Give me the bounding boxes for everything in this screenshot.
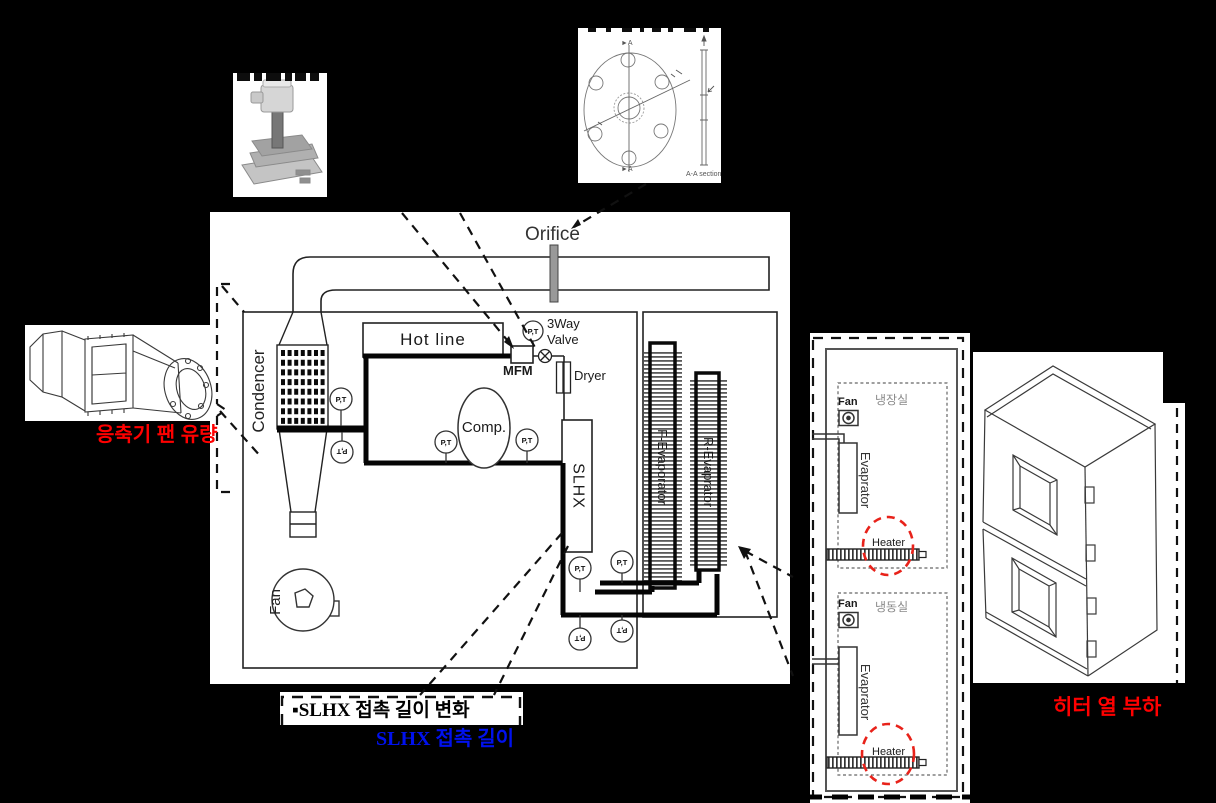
freezer-fan-label: Fan: [838, 598, 858, 610]
freezer-evaporator-label: Evaprator: [857, 663, 873, 721]
callout-lines: [215, 183, 795, 696]
orifice-drawing-panel: [578, 28, 721, 183]
pt-gauge-label: P,T: [440, 437, 452, 447]
duct-photo: [29, 330, 213, 420]
cycle-box: [242, 311, 638, 669]
pt-gauge-label: P,T: [574, 563, 586, 573]
heater-bar: [826, 548, 920, 561]
arrowhead: [738, 546, 751, 559]
freezer-heater-label: Heater: [872, 746, 906, 758]
heater-highlight-circle: [861, 515, 915, 577]
cropped-caption-marks: [237, 73, 319, 81]
fridge-room-border: [837, 382, 948, 569]
compressor-label: Comp.: [461, 419, 507, 437]
valve-label: Valve: [547, 332, 579, 347]
pt-gauge-label: P,T: [335, 394, 347, 404]
pt-gauge-label: P,T: [616, 626, 628, 636]
slhx-box: [561, 419, 593, 553]
mfm-label: MFM: [503, 363, 533, 378]
slhx-label: SLHX: [569, 463, 587, 509]
compartment-diagram: [806, 336, 975, 800]
dryer-symbol: [555, 361, 572, 394]
refrigerant-pipes: [277, 353, 720, 618]
section-label: A-A section: [686, 171, 722, 178]
r-evaporator-coil: [694, 371, 721, 572]
evaporator-plate: [838, 646, 858, 736]
condenser-fan-flow-callout: 응축기 팬 유량: [96, 424, 218, 446]
mfm-box: [510, 345, 534, 364]
r-evaporator-label: R-Evaprator: [700, 436, 716, 508]
condenser-fan-label: Fan: [267, 589, 285, 615]
heater-heat-load-callout: 히터 열 부하: [1053, 696, 1162, 719]
pt-gauge-label: P,T: [574, 634, 586, 644]
orifice-label: Orifice: [525, 224, 580, 245]
pt-gauges: [329, 320, 634, 651]
dryer-label: Dryer: [574, 368, 606, 383]
three-way-valve-symbol: [537, 348, 553, 364]
cabinet-drawing-panel: [973, 352, 1185, 683]
arrowhead: [571, 219, 581, 229]
pt-gauge-label: P,T: [521, 435, 533, 445]
condenser-label: Condencer: [249, 349, 269, 433]
f-evaporator-coil: [648, 341, 677, 590]
three-way-label: 3Way: [547, 316, 580, 331]
slhx-contact-length-text: SLHX 접촉 길이: [376, 728, 515, 750]
orifice-drawing: [583, 28, 715, 172]
pt-gauge-label: P,T: [616, 557, 628, 567]
compressor-symbol: [457, 387, 511, 469]
refrigeration-cycle-diagram: [215, 183, 795, 696]
arrowhead: [504, 336, 514, 349]
fridge-evaporator-label: Evaprator: [857, 451, 873, 509]
slhx-note-text: ▪SLHX 접촉 길이 변화: [292, 700, 470, 721]
fridge-room-label: 냉장실: [875, 393, 909, 407]
refrigerator-cabinet-drawing: [982, 365, 1179, 683]
mfm-photo: [241, 79, 323, 185]
section-arrow-top: ►A: [621, 40, 633, 47]
heater-bar: [826, 756, 920, 769]
freezer-room-label: 냉동실: [875, 600, 909, 614]
section-arrow-bottom: ►A: [621, 166, 633, 173]
fridge-fan-label: Fan: [838, 396, 858, 408]
pt-gauge-label: P,T: [527, 326, 539, 336]
f-evaporator-label: F-Evaporator: [654, 429, 670, 505]
fridge-heater-label: Heater: [872, 537, 906, 549]
condenser-coil: [281, 350, 325, 424]
evaporator-plate: [838, 442, 858, 514]
hot-line-label: Hot line: [400, 330, 466, 350]
air-duct: [292, 256, 770, 312]
pt-gauge-label: P,T: [336, 447, 348, 457]
cabinet-outline: [825, 348, 958, 792]
orifice-plate: [549, 244, 559, 303]
condenser-fan: [271, 568, 340, 632]
heater-highlight-circle: [860, 722, 916, 786]
